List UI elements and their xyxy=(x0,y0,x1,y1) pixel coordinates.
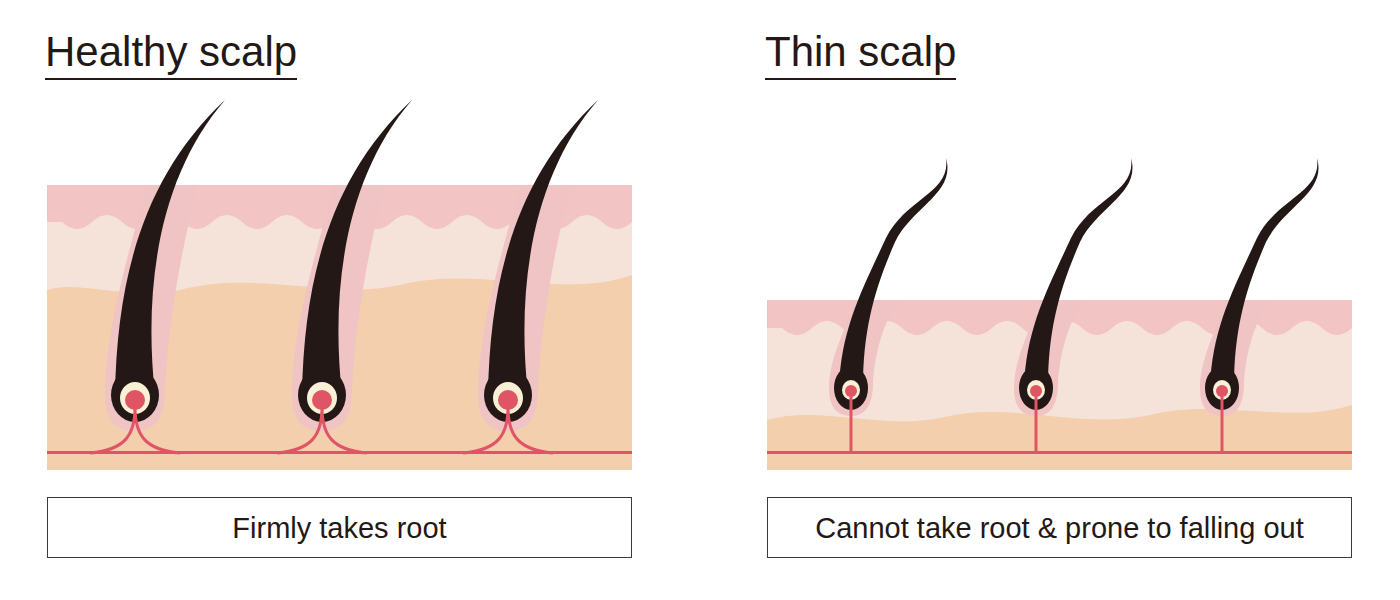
panel-heading: Thin scalp xyxy=(765,28,956,80)
caption-text: Firmly takes root xyxy=(232,511,446,545)
caption-text: Cannot take root & prone to falling out xyxy=(815,511,1303,545)
panel-heading: Healthy scalp xyxy=(45,28,297,80)
caption-box: Cannot take root & prone to falling out xyxy=(767,497,1352,558)
caption-box: Firmly takes root xyxy=(47,497,632,558)
